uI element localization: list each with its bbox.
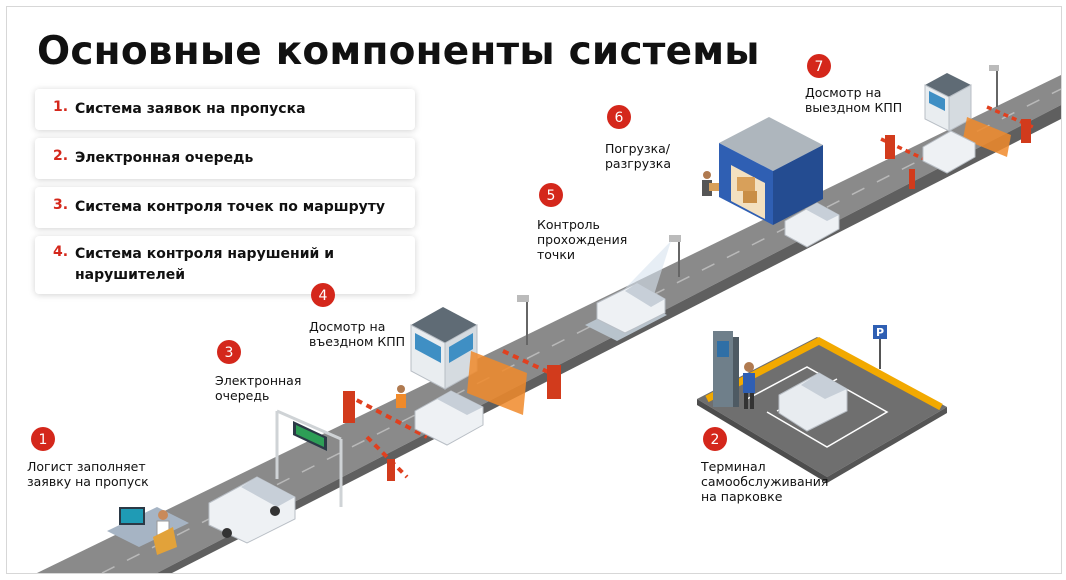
guard-figure — [396, 385, 406, 408]
component-number: 1. — [53, 99, 69, 115]
component-text: Система контроля нарушений и нарушителей — [75, 246, 335, 283]
step-number: 4 — [319, 288, 328, 304]
logistics-scene: P — [31, 54, 1061, 573]
component-text: Система заявок на пропуска — [75, 101, 306, 117]
step-label-4: Досмотр на въездном КПП — [309, 319, 405, 349]
step-label-line: Досмотр на — [309, 319, 386, 334]
component-number: 4. — [53, 244, 69, 260]
step-label-line: очередь — [215, 388, 270, 403]
step-number: 6 — [615, 110, 624, 126]
step-label-line: Погрузка/ — [605, 141, 671, 156]
kiosk-terminal — [713, 331, 755, 409]
step-label-3: Электронная очередь — [215, 373, 301, 403]
step-number: 5 — [547, 188, 556, 204]
component-item: 3. Система контроля точек по маршруту — [35, 187, 415, 228]
component-text: Система контроля точек по маршруту — [75, 199, 385, 215]
step-label-5: Контроль прохождения точки — [537, 217, 627, 262]
step-label-line: заявку на пропуск — [27, 474, 149, 489]
component-item: 4. Система контроля нарушений и нарушите… — [35, 236, 415, 294]
step-label-line: точки — [537, 247, 575, 262]
entry-barriers — [343, 349, 561, 481]
step-number: 1 — [39, 432, 48, 448]
component-number: 2. — [53, 148, 69, 164]
page-title: Основные компоненты системы — [37, 29, 760, 74]
step-label-line: въездном КПП — [309, 334, 406, 349]
step-label-line: прохождения — [537, 232, 628, 247]
parking-sign-letter: P — [876, 326, 884, 339]
step-label-line: самообслуживания — [701, 474, 829, 489]
delivery-van — [784, 202, 840, 248]
step-badge-5: 5 — [539, 183, 563, 207]
queue-board — [275, 409, 343, 507]
warehouse — [719, 117, 823, 225]
step-label-line: Контроль — [537, 217, 600, 232]
exit-van — [922, 130, 976, 174]
step-badge-6: 6 — [607, 105, 631, 129]
step-label-line: разгрузка — [605, 156, 671, 171]
step-number: 3 — [225, 345, 234, 361]
component-item: 2. Электронная очередь — [35, 138, 415, 179]
step-label-line: Терминал — [701, 459, 766, 474]
inspection-van — [414, 390, 484, 446]
exit-checkpoint-booth — [924, 73, 972, 132]
loader-figure — [702, 171, 719, 196]
step-label-line: на парковке — [701, 489, 783, 504]
slide: Основные компоненты системы 1. Система з… — [6, 6, 1062, 574]
components-list: 1. Система заявок на пропуска 2. Электро… — [35, 89, 415, 302]
step-label-1: Логист заполняет заявку на пропуск — [27, 459, 149, 489]
step-badge-7: 7 — [807, 54, 831, 78]
step-label-line: Досмотр на — [805, 85, 882, 100]
step-label-line: Логист заполняет — [27, 459, 146, 474]
component-item: 1. Система заявок на пропуска — [35, 89, 415, 130]
step-label-6: Погрузка/ разгрузка — [605, 141, 671, 171]
step-number: 2 — [711, 432, 720, 448]
step-label-line: выездном КПП — [805, 100, 903, 115]
van-1 — [208, 476, 296, 544]
step-label-2: Терминал самообслуживания на парковке — [701, 459, 828, 504]
entry-checkpoint-booth — [410, 307, 478, 390]
step-label-7: Досмотр на выездном КПП — [805, 85, 902, 115]
component-text: Электронная очередь — [75, 150, 254, 166]
step-badge-3: 3 — [217, 340, 241, 364]
parking-sign — [873, 325, 887, 339]
exit-barriers — [880, 65, 1034, 189]
step-label-line: Электронная — [215, 373, 302, 388]
step-badge-4: 4 — [311, 283, 335, 307]
component-number: 3. — [53, 197, 69, 213]
step-badge-2: 2 — [703, 427, 727, 451]
step-badge-1: 1 — [31, 427, 55, 451]
logist-desk — [107, 507, 189, 555]
step-number: 7 — [815, 59, 824, 75]
parked-van — [778, 372, 848, 432]
control-point-van — [585, 282, 667, 341]
